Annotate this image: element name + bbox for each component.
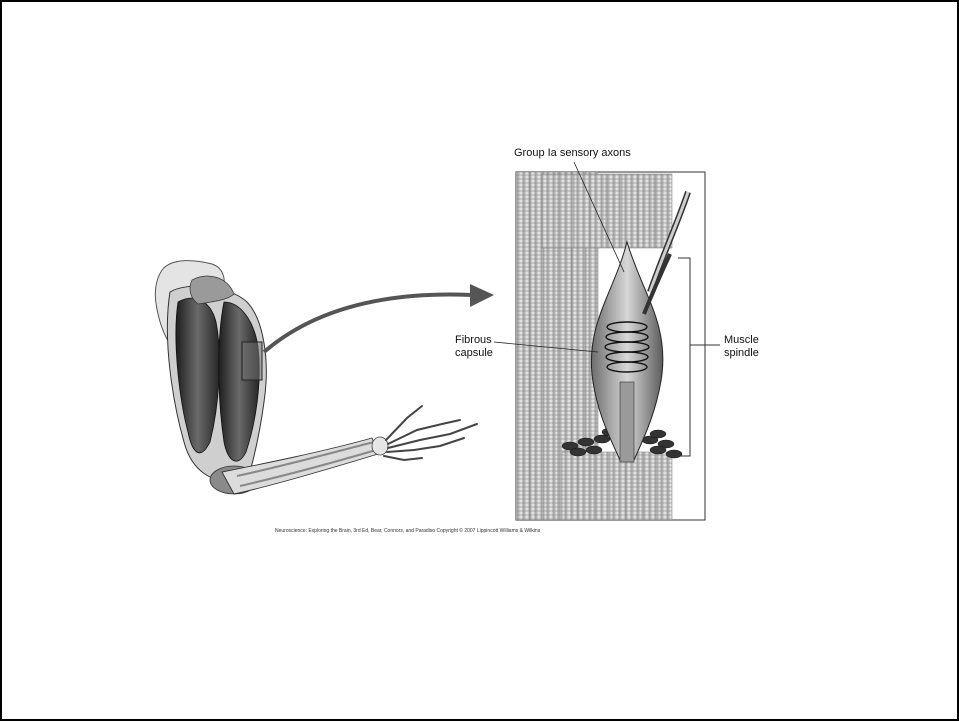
label-group-ia-sensory-axons: Group Ia sensory axons [514, 147, 631, 160]
spindle-inset [494, 162, 720, 520]
hand-bones [384, 406, 477, 460]
spindle-location-box [242, 342, 262, 380]
magnify-arrow-head [470, 284, 494, 307]
label-muscle-spindle: Muscle spindle [724, 334, 774, 360]
label-fibrous-capsule: Fibrous capsule [455, 334, 505, 360]
magnify-arrow [264, 295, 472, 352]
spindle-stalk [620, 382, 634, 462]
figure-caption: Neuroscience: Exploring the Brain, 3rd E… [275, 528, 540, 534]
